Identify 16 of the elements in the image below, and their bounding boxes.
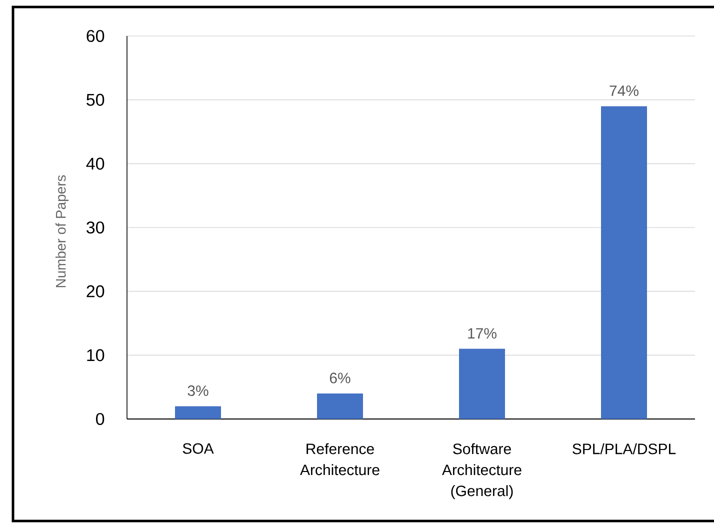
value-label: 3% <box>188 385 208 396</box>
tick-label: 60 <box>86 30 104 42</box>
category-label: SPL/PLA/DSPL <box>572 443 676 454</box>
category-label: SOA <box>182 443 214 454</box>
value-label: 74% <box>610 86 638 96</box>
tick-label: 50 <box>86 94 104 106</box>
category-label: Software Architecture (General) <box>442 443 522 500</box>
tick-label: 30 <box>86 221 104 234</box>
axis-title: Number of Papers <box>55 175 69 288</box>
category-label: Reference Architecture <box>300 443 380 476</box>
tick-label: 40 <box>86 158 104 170</box>
value-label: 6% <box>330 372 350 384</box>
tick-label: 0 <box>96 412 104 426</box>
tick-label: 20 <box>86 285 104 298</box>
tick-label: 10 <box>87 349 104 362</box>
value-label: 17% <box>468 328 496 339</box>
